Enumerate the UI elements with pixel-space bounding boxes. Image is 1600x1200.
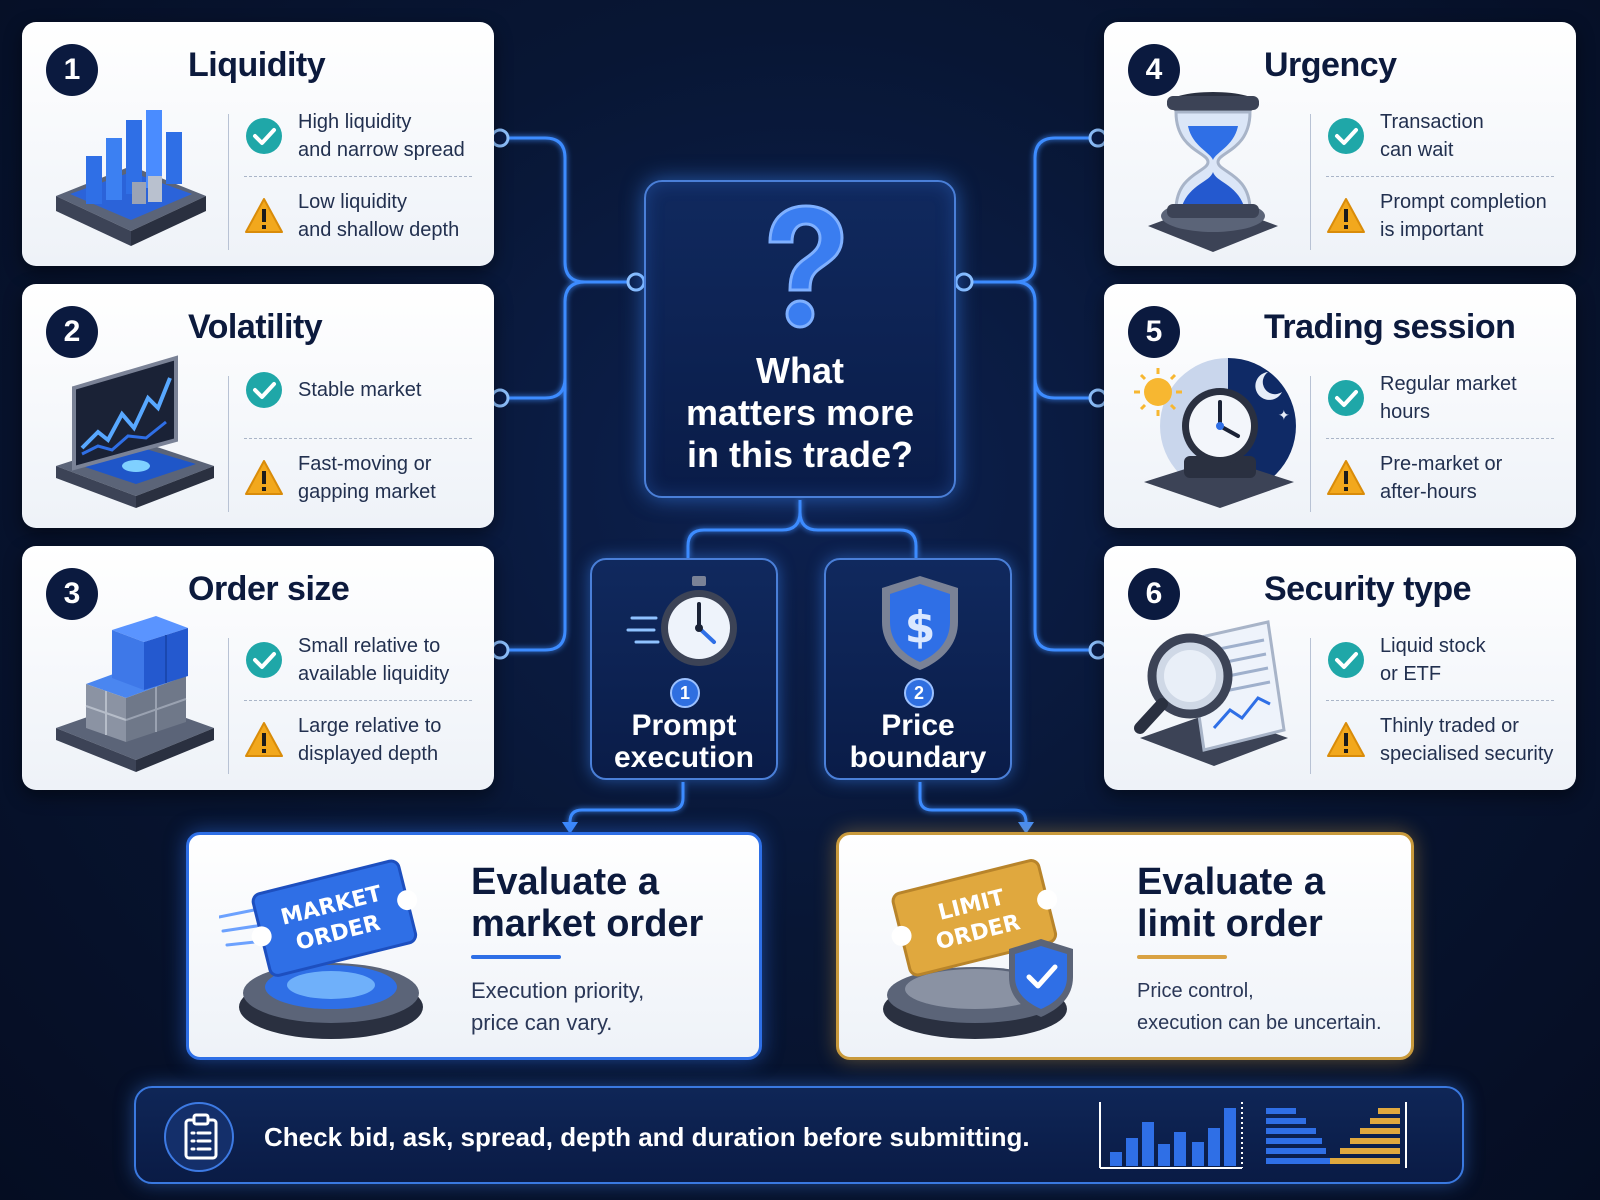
- warning-triangle-icon: [1327, 198, 1365, 233]
- warning-condition-text: Thinly traded or specialised security: [1380, 715, 1554, 765]
- priority-label: Prompt execution: [613, 709, 755, 774]
- outcome-limit-order: LIMIT ORDER Evaluate a limit order Price…: [836, 832, 1414, 1060]
- check-circle-icon: [1328, 642, 1364, 678]
- warning-condition: Large relative to displayed depth: [244, 712, 498, 768]
- option-divider: [244, 176, 472, 177]
- factor-title: Order size: [188, 570, 350, 608]
- factor-number: 4: [1128, 44, 1180, 96]
- card-divider: [1310, 114, 1311, 250]
- factor-title: Volatility: [188, 308, 323, 346]
- priority-price-boundary: $ 2 Price boundary: [824, 558, 1012, 780]
- outcome-description: Execution priority, price can vary.: [471, 978, 645, 1035]
- outcome-title: Evaluate a limit order: [1137, 861, 1325, 945]
- accent-line: [471, 955, 561, 959]
- limit-order-ticket-icon: LIMIT ORDER: [883, 859, 1073, 1039]
- good-condition-text: Stable market: [298, 379, 422, 401]
- warning-condition: Low liquidity and shallow depth: [244, 188, 498, 244]
- bid-ask-depth-chart-icon: [1099, 1102, 1407, 1169]
- checklist-tip: Check bid, ask, spread, depth and durati…: [264, 1122, 1030, 1152]
- warning-condition-text: Large relative to displayed depth: [298, 715, 442, 765]
- warning-condition-text: Pre-market or after-hours: [1380, 453, 1503, 503]
- svg-text:$: $: [905, 602, 936, 653]
- check-circle-icon: [246, 372, 282, 408]
- option-divider: [1326, 176, 1554, 177]
- card-divider: [228, 376, 229, 512]
- warning-condition: Pre-market or after-hours: [1326, 450, 1580, 506]
- option-divider: [244, 438, 472, 439]
- card-divider: [1310, 376, 1311, 512]
- good-condition-text: Liquid stock or ETF: [1380, 635, 1486, 685]
- priority-label: Price boundary: [849, 709, 987, 774]
- warning-condition-text: Prompt completion is important: [1380, 191, 1547, 241]
- card-divider: [228, 114, 229, 250]
- clock-day-night-icon: ✦: [1134, 358, 1296, 508]
- central-question-box: What matters more in this trade?: [644, 180, 956, 498]
- good-condition-text: Small relative to available liquidity: [298, 635, 450, 685]
- factor-title: Trading session: [1264, 308, 1516, 346]
- factor-title: Liquidity: [188, 46, 326, 84]
- warning-triangle-icon: [245, 722, 283, 757]
- outcome-description: Price control, execution can be uncertai…: [1137, 980, 1382, 1034]
- factor-card-order-size: 3 Order size Small relative to available…: [22, 546, 494, 790]
- card-divider: [1310, 638, 1311, 774]
- priority-number: 1: [670, 678, 700, 708]
- pre-submit-checklist-bar: Check bid, ask, spread, depth and durati…: [134, 1086, 1464, 1184]
- warning-condition: Thinly traded or specialised security: [1326, 712, 1580, 768]
- warning-condition-text: Low liquidity and shallow depth: [298, 191, 460, 241]
- factor-card-trading-session: 5 Trading session ✦ Regular market hours…: [1104, 284, 1576, 528]
- option-divider: [1326, 438, 1554, 439]
- warning-triangle-icon: [1327, 722, 1365, 757]
- check-circle-icon: [1328, 380, 1364, 416]
- warning-triangle-icon: [245, 460, 283, 495]
- central-question: What matters more in this trade?: [685, 350, 915, 475]
- good-condition: Stable market: [244, 370, 498, 410]
- volatility-monitor-icon: [56, 355, 214, 508]
- factor-number: 5: [1128, 306, 1180, 358]
- outcome-title: Evaluate a market order: [471, 861, 704, 945]
- good-condition-text: Regular market hours: [1380, 373, 1517, 423]
- good-condition: Liquid stock or ETF: [1326, 632, 1580, 688]
- stacked-cubes-icon: [56, 616, 214, 772]
- svg-text:✦: ✦: [1278, 408, 1290, 424]
- factor-number: 2: [46, 306, 98, 358]
- good-condition-text: High liquidity and narrow spread: [298, 111, 465, 161]
- option-divider: [244, 700, 472, 701]
- clipboard-icon: [164, 1102, 234, 1172]
- warning-triangle-icon: [1327, 460, 1365, 495]
- good-condition-text: Transaction can wait: [1380, 111, 1484, 161]
- warning-triangle-icon: [245, 198, 283, 233]
- accent-line: [1137, 955, 1227, 959]
- check-circle-icon: [246, 642, 282, 678]
- factor-number: 1: [46, 44, 98, 96]
- option-divider: [1326, 700, 1554, 701]
- factor-number: 6: [1128, 568, 1180, 620]
- outcome-market-order: MARKET ORDER Evaluate a market order Exe…: [186, 832, 762, 1060]
- priority-prompt-execution: 1 Prompt execution: [590, 558, 778, 780]
- dollar-shield-icon: $: [882, 576, 958, 670]
- good-condition: Regular market hours: [1326, 370, 1580, 426]
- factor-card-urgency: 4 Urgency Transaction can wait Prompt co…: [1104, 22, 1576, 266]
- bar-chart-3d-icon: [56, 110, 206, 246]
- warning-condition-text: Fast-moving or gapping market: [298, 453, 436, 503]
- factor-title: Security type: [1264, 570, 1472, 608]
- priority-number: 2: [904, 678, 934, 708]
- factor-card-volatility: 2 Volatility Stable market Fast-moving o…: [22, 284, 494, 528]
- good-condition: Transaction can wait: [1326, 108, 1580, 164]
- market-order-ticket-icon: MARKET ORDER: [219, 859, 423, 1039]
- factor-card-liquidity: 1 Liquidity High liquidity and narrow sp…: [22, 22, 494, 266]
- factor-number: 3: [46, 568, 98, 620]
- card-divider: [228, 638, 229, 774]
- good-condition: Small relative to available liquidity: [244, 632, 498, 688]
- warning-condition: Fast-moving or gapping market: [244, 450, 498, 506]
- magnifier-document-icon: [1134, 620, 1288, 766]
- check-circle-icon: [246, 118, 282, 154]
- good-condition: High liquidity and narrow spread: [244, 108, 498, 164]
- factor-title: Urgency: [1264, 46, 1397, 84]
- warning-condition: Prompt completion is important: [1326, 188, 1580, 244]
- check-circle-icon: [1328, 118, 1364, 154]
- question-mark-icon: [768, 204, 844, 329]
- stopwatch-icon: [626, 576, 737, 666]
- hourglass-icon: [1148, 92, 1278, 252]
- factor-card-security-type: 6 Security type Liquid stock or ETF Thin…: [1104, 546, 1576, 790]
